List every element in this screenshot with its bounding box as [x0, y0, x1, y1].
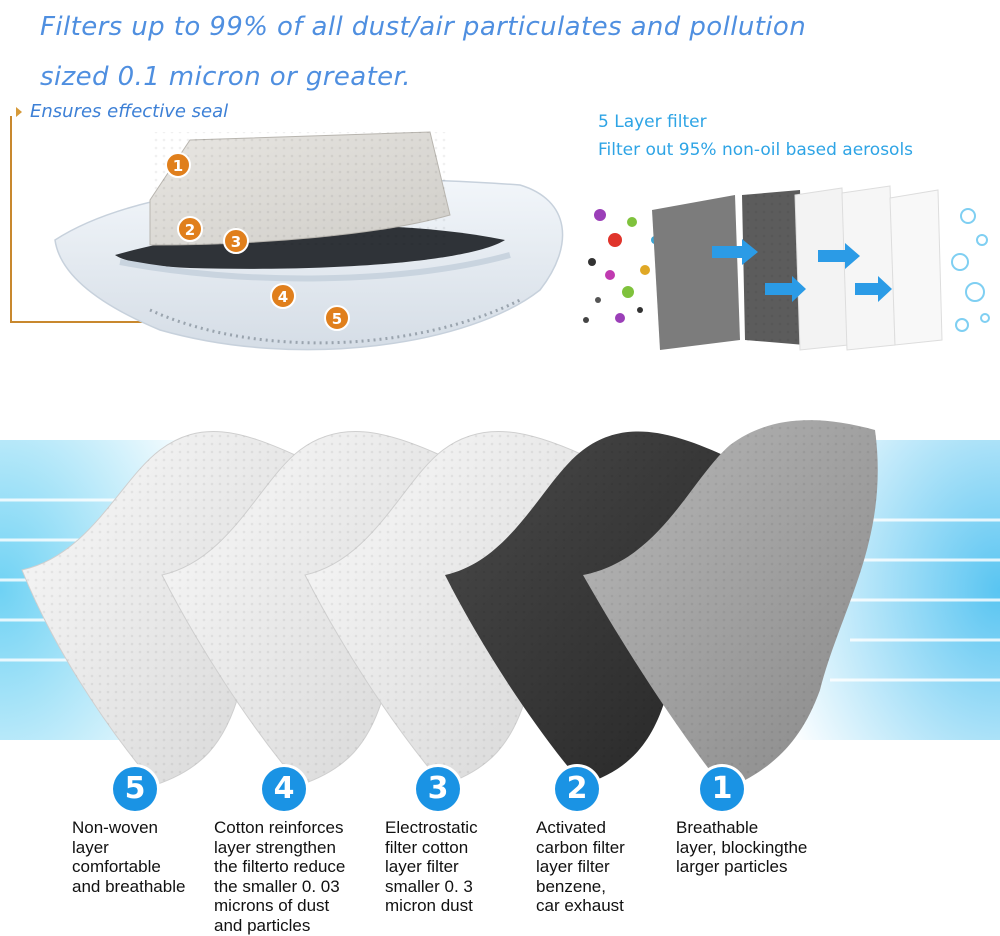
- description-line: micron dust: [385, 896, 473, 915]
- filter-layer-diagram: [583, 185, 990, 351]
- description-line: filter cotton: [385, 837, 469, 857]
- clean-air-bubbles-icon: [951, 208, 990, 332]
- svg-text:1: 1: [173, 157, 183, 175]
- description-line: car exhaust: [536, 896, 624, 915]
- mask-marker-3: 3: [223, 228, 249, 254]
- layer-filter-caption: 5 Layer filter Filter out 95% non-oil ba…: [598, 108, 913, 164]
- description-line: smaller 0. 3: [385, 876, 473, 896]
- mask-marker-1: 1: [165, 152, 191, 178]
- mask-markers: 1 2 3 4 5: [165, 152, 350, 331]
- layer-number-badge-1: 1: [700, 767, 744, 811]
- description-line: and particles: [214, 915, 311, 935]
- description-line: comfortable: [72, 857, 161, 876]
- description-line: the filterto reduce: [214, 857, 346, 876]
- description-line: and breathable: [72, 876, 186, 896]
- headline: Filters up to 99% of all dust/air partic…: [40, 2, 980, 102]
- seal-frame-line: [10, 116, 150, 323]
- layer-filter-subtitle: Filter out 95% non-oil based aerosols: [598, 140, 914, 160]
- description-line: layer filter: [536, 857, 610, 876]
- headline-line-2: sized 0.1 micron or greater.: [40, 62, 411, 92]
- seal-label: Ensures effective seal: [30, 101, 229, 122]
- layer-filter-title: 5 Layer filter: [598, 112, 707, 132]
- mask-marker-5: 5: [324, 305, 350, 331]
- layer-sheet-1: [583, 420, 878, 790]
- description-line: layer, blockingthe: [676, 837, 808, 857]
- seal-pointer-icon: [16, 107, 22, 117]
- layer-number-badge-3: 3: [416, 767, 460, 811]
- flow-arrow-icon: [712, 239, 892, 302]
- description-line: Electrostatic: [385, 818, 478, 837]
- description-line: carbon filter: [536, 837, 625, 857]
- description-line: microns of dust: [214, 896, 330, 915]
- description-line: benzene,: [536, 876, 606, 896]
- svg-text:4: 4: [278, 288, 288, 306]
- layer-sheets: [21, 420, 878, 790]
- svg-text:2: 2: [185, 221, 195, 239]
- mask-marker-4: 4: [270, 283, 296, 309]
- description-line: layer strengthen: [214, 837, 336, 857]
- description-line: layer filter: [385, 857, 459, 876]
- svg-text:3: 3: [231, 233, 241, 251]
- svg-text:5: 5: [332, 310, 342, 328]
- layer-number-badge-2: 2: [555, 767, 599, 811]
- mask-cross-section: [54, 131, 564, 351]
- description-line: layer: [72, 837, 109, 857]
- layer-description-4: Cotton reinforces layer strengthen the f…: [214, 818, 345, 935]
- description-line: larger particles: [676, 857, 788, 876]
- layer-sheet-5: [21, 431, 296, 786]
- mask-marker-2: 2: [177, 216, 203, 242]
- description-line: Breathable: [676, 818, 759, 837]
- layer-number-badge-5: 5: [113, 767, 157, 811]
- layer-description-3: Electrostatic filter cotton layer filter…: [385, 818, 478, 916]
- layer-description-1: Breathable layer, blockingthe larger par…: [676, 818, 807, 877]
- headline-line-1: Filters up to 99% of all dust/air partic…: [40, 12, 807, 42]
- layer-description-5: Non-woven layer comfortable and breathab…: [72, 818, 185, 896]
- particles-cluster: [583, 209, 659, 323]
- layer-sheet-2: [445, 431, 724, 785]
- layer-description-2: Activated carbon filter layer filter ben…: [536, 818, 625, 916]
- description-line: the smaller 0. 03: [214, 876, 340, 896]
- description-line: Activated: [536, 818, 606, 837]
- layer-number-badge-4: 4: [262, 767, 306, 811]
- description-line: Non-woven: [72, 818, 158, 837]
- description-line: Cotton reinforces: [214, 818, 344, 837]
